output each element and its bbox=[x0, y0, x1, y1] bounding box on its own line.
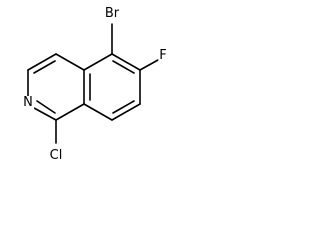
isoquinoline-skeleton bbox=[27, 23, 159, 144]
bond-c7-c8-inner bbox=[112, 100, 135, 114]
bond-c4a-c4 bbox=[55, 53, 85, 71]
bond-n2-c1-inner bbox=[36, 100, 56, 114]
nitrogen-atom-label: N bbox=[22, 95, 34, 110]
chlorine-atom-label: Cl bbox=[48, 148, 64, 163]
structure-canvas: Br F N Cl bbox=[0, 0, 188, 178]
bond-c5-c6-inner bbox=[112, 60, 135, 74]
bond-c8-c8a bbox=[83, 103, 113, 121]
bond-c6-f bbox=[139, 59, 159, 71]
fluorine-atom-label: F bbox=[158, 48, 168, 63]
bond-n2-c1 bbox=[33, 107, 57, 121]
bond-c5-c4a bbox=[83, 53, 113, 71]
bond-c1-c8a bbox=[55, 103, 85, 121]
bond-c7-c8 bbox=[111, 103, 141, 121]
bond-c4-c3-inner bbox=[33, 60, 56, 74]
bond-c4-c3 bbox=[27, 53, 57, 71]
bond-c5-c6 bbox=[111, 53, 141, 71]
bromine-atom-label: Br bbox=[103, 6, 121, 21]
